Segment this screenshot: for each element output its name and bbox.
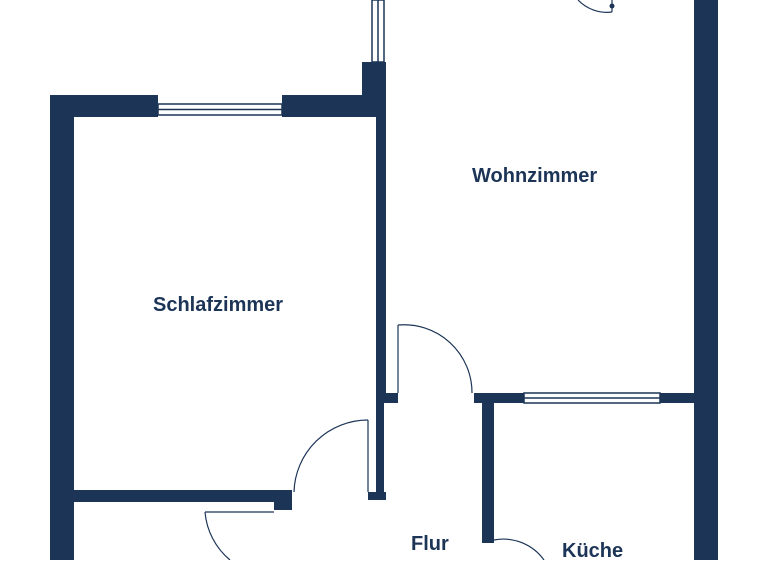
door-kitchen-swing <box>493 538 545 560</box>
wall-left-outer <box>50 95 74 560</box>
room-label-wohnzimmer: Wohnzimmer <box>472 165 598 187</box>
wall-bedroom-bottom <box>50 490 292 502</box>
door-top-swing <box>577 0 613 13</box>
windows <box>157 0 661 404</box>
wall-living-bottom-right <box>660 393 718 403</box>
room-label-kueche: Küche <box>562 540 624 562</box>
wall-living-bottom-left <box>376 393 398 403</box>
wall-bedroom-bottom-stub <box>368 492 386 500</box>
door-living-swing <box>397 324 473 394</box>
room-label-schlafzimmer: Schlafzimmer <box>153 294 284 316</box>
wall-bedroom-bottom-post <box>274 490 292 510</box>
wall-bedroom-living <box>376 62 386 402</box>
door-bath-swing <box>204 511 231 560</box>
room-label-flur: Flur <box>411 533 449 555</box>
door-top-handle <box>609 3 615 9</box>
wall-hall-kitchen <box>482 393 494 543</box>
wall-living-bottom-mid <box>474 393 524 403</box>
wall-bedroom-right-lower <box>376 402 384 498</box>
walls <box>50 0 718 560</box>
doors <box>204 0 615 560</box>
door-bedroom-swing <box>293 419 369 493</box>
wall-bedroom-top-right <box>282 95 386 117</box>
wall-bedroom-top-left <box>50 95 158 117</box>
wall-right-outer <box>694 0 718 560</box>
